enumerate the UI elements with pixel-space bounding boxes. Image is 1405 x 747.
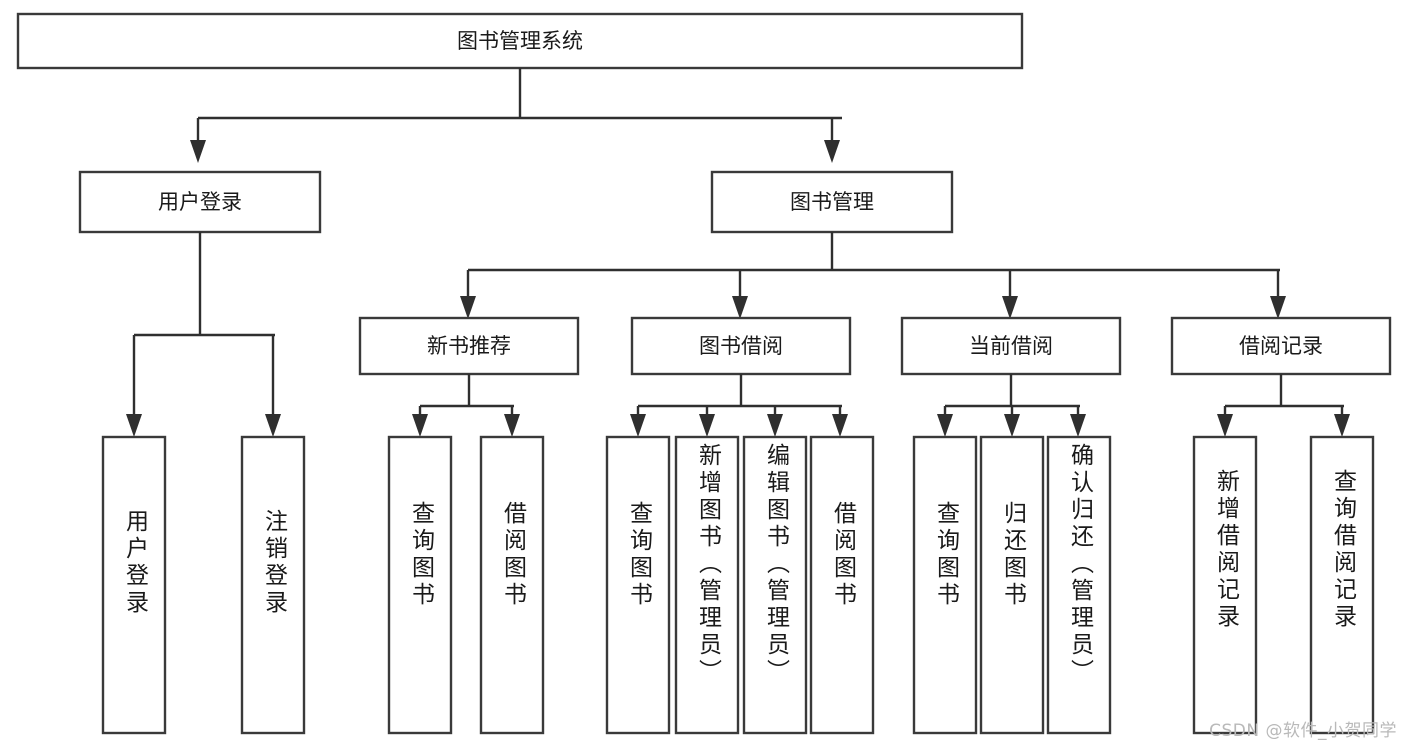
arrow-head-icon xyxy=(1002,296,1018,319)
node-root-label: 图书管理系统 xyxy=(457,29,583,53)
arrow-head-icon xyxy=(265,414,281,437)
connector-book-management-to-level2 xyxy=(460,232,1286,319)
arrow-head-icon xyxy=(767,414,783,437)
node-book-management[interactable]: 图书管理 xyxy=(710,170,954,234)
arrow-head-icon xyxy=(732,296,748,319)
node-user-login-label: 用户登录 xyxy=(158,190,242,214)
arrow-head-icon xyxy=(412,414,428,437)
leaf-borrow-book-1-box[interactable] xyxy=(479,435,545,735)
arrow-head-icon xyxy=(1070,414,1086,437)
arrow-head-icon xyxy=(1270,296,1286,319)
leaf-add-book-box[interactable] xyxy=(674,435,740,735)
node-user-login-box[interactable] xyxy=(78,170,322,234)
arrow-head-icon xyxy=(504,414,520,437)
leaf-query-book-1-box[interactable] xyxy=(387,435,453,735)
connector-user-login-to-leaves xyxy=(126,232,281,437)
leaf-query-record-box[interactable] xyxy=(1309,435,1375,735)
arrow-head-icon xyxy=(1004,414,1020,437)
node-book-borrow-label: 图书借阅 xyxy=(699,334,783,358)
connector-new-book-recommend-to-leaves xyxy=(412,374,520,437)
node-current-borrow-box[interactable] xyxy=(900,316,1122,376)
arrow-head-icon xyxy=(832,414,848,437)
node-current-borrow-label: 当前借阅 xyxy=(969,334,1053,358)
arrow-head-icon xyxy=(699,414,715,437)
leaf-edit-book-box[interactable] xyxy=(742,435,808,735)
leaf-add-record-box[interactable] xyxy=(1192,435,1258,735)
node-new-book-recommend-box[interactable] xyxy=(358,316,580,376)
leaf-user-login-box[interactable] xyxy=(101,435,167,735)
node-new-book-recommend[interactable]: 新书推荐 xyxy=(358,316,580,376)
connector-root-to-level1 xyxy=(190,68,842,163)
node-current-borrow[interactable]: 当前借阅 xyxy=(900,316,1122,376)
arrow-head-icon xyxy=(937,414,953,437)
leaf-confirm-return-box[interactable] xyxy=(1046,435,1112,735)
node-user-login[interactable]: 用户登录 xyxy=(78,170,322,234)
arrow-head-icon xyxy=(1334,414,1350,437)
node-root-box[interactable] xyxy=(16,12,1024,70)
node-book-borrow[interactable]: 图书借阅 xyxy=(630,316,852,376)
node-book-management-label: 图书管理 xyxy=(790,190,874,214)
connector-borrow-record-to-leaves xyxy=(1217,374,1350,437)
arrow-head-icon xyxy=(824,140,840,163)
connector-book-borrow-to-leaves xyxy=(630,374,848,437)
arrow-head-icon xyxy=(190,140,206,163)
arrow-head-icon xyxy=(126,414,142,437)
leaf-logout-box[interactable] xyxy=(240,435,306,735)
leaf-return-book-box[interactable] xyxy=(979,435,1045,735)
leaf-query-book-3-box[interactable] xyxy=(912,435,978,735)
arrow-head-icon xyxy=(630,414,646,437)
node-new-book-recommend-label: 新书推荐 xyxy=(427,334,511,358)
node-borrow-record[interactable]: 借阅记录 xyxy=(1170,316,1392,376)
leaf-borrow-book-2-box[interactable] xyxy=(809,435,875,735)
connector-current-borrow-to-leaves xyxy=(937,374,1086,437)
watermark: CSDN @软件_小贺同学 xyxy=(1209,721,1397,741)
node-root[interactable]: 图书管理系统 xyxy=(16,12,1024,70)
arrow-head-icon xyxy=(1217,414,1233,437)
arrow-head-icon xyxy=(460,296,476,319)
leaf-boxes xyxy=(101,435,1375,735)
node-borrow-record-label: 借阅记录 xyxy=(1239,334,1323,358)
leaf-query-book-2-box[interactable] xyxy=(605,435,671,735)
